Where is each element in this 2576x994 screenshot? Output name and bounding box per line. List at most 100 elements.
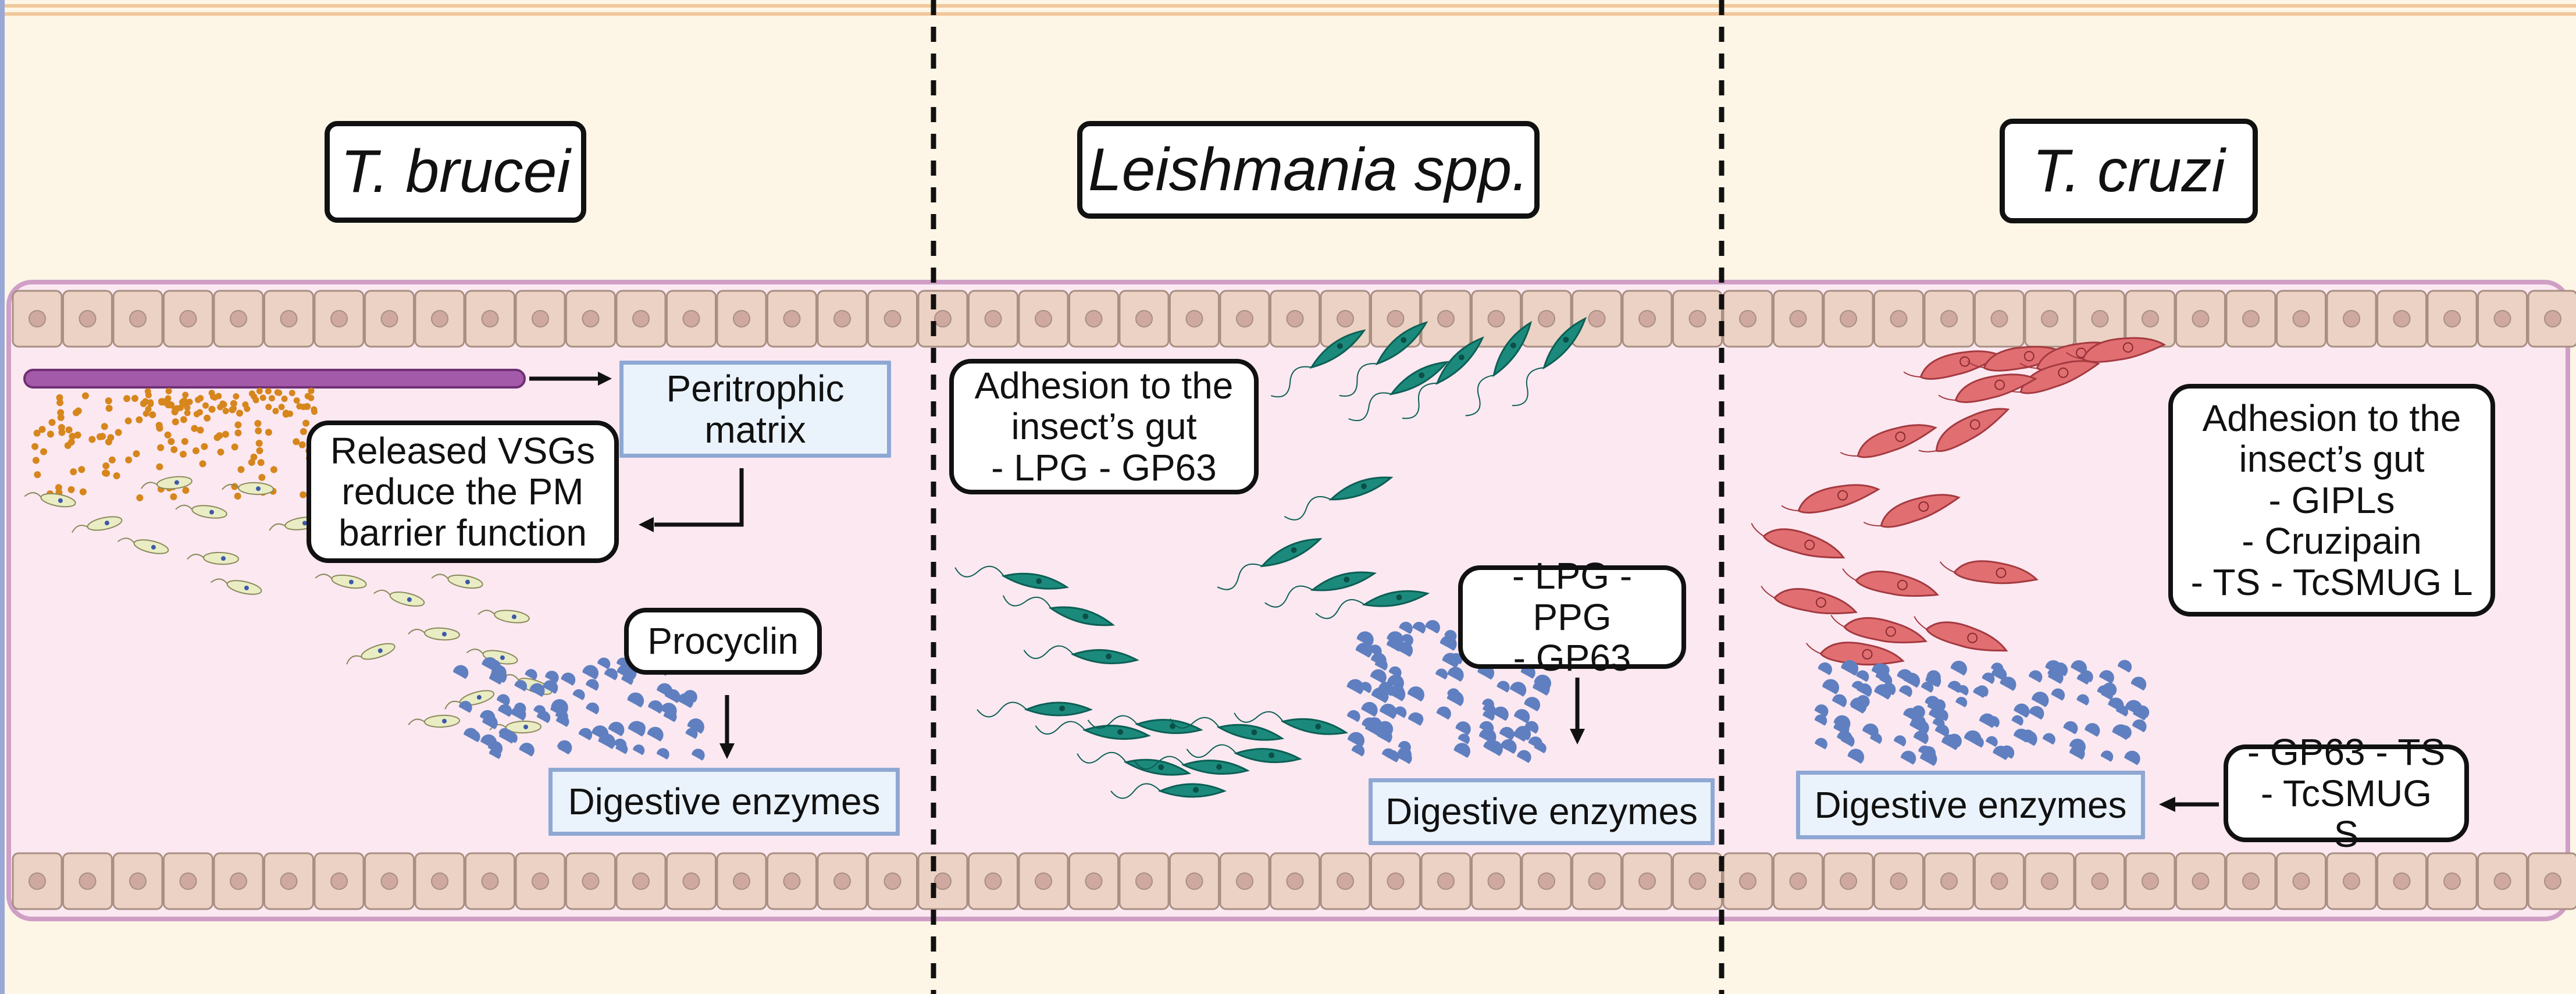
cell-nucleus xyxy=(280,310,298,327)
cell-nucleus xyxy=(783,872,801,890)
cell-nucleus xyxy=(1185,872,1203,890)
cell-nucleus xyxy=(1588,310,1606,327)
flagellum xyxy=(175,504,193,510)
t-cruzi-cell xyxy=(1830,615,1927,644)
flagellum xyxy=(1234,711,1284,723)
vsg-particle xyxy=(196,409,203,416)
enzyme-blob xyxy=(1368,644,1382,657)
leishmania-parasites xyxy=(954,316,1587,799)
enzyme-blob xyxy=(1361,701,1378,717)
vsg-particle xyxy=(168,438,175,446)
cell-body xyxy=(1797,484,1880,514)
vsg-particle xyxy=(252,397,259,404)
cell-nucleus xyxy=(1538,872,1555,890)
flagellum xyxy=(1271,366,1312,398)
enzyme-blob xyxy=(1485,740,1503,756)
flagellum xyxy=(1023,645,1074,659)
cell-body xyxy=(1954,373,2037,403)
enzyme-blob xyxy=(2124,750,2140,765)
leishmania-cell xyxy=(1271,329,1366,398)
cell-nucleus xyxy=(1458,354,1465,361)
vsg-particle xyxy=(70,468,77,476)
enzyme-blob xyxy=(1818,662,1832,675)
enzyme-blob xyxy=(660,703,677,718)
enzyme-blob xyxy=(498,704,512,717)
enzyme-blob xyxy=(633,744,645,756)
enzyme-blob xyxy=(586,679,599,691)
enzyme-blob xyxy=(1875,670,1890,683)
vsg-particle xyxy=(222,430,229,438)
cell-body xyxy=(1260,538,1323,568)
enzyme-blob xyxy=(1934,724,1950,738)
t-cruzi-cell xyxy=(1842,568,1939,597)
enzyme-blob xyxy=(692,749,705,761)
enzyme-blob xyxy=(1982,672,1995,684)
flagellum xyxy=(1918,450,1937,453)
vsg-particle xyxy=(182,391,189,398)
flagellum xyxy=(2066,352,2083,360)
flagellum xyxy=(1402,382,1438,419)
flagellum xyxy=(269,523,286,531)
vsg-particle xyxy=(276,389,283,396)
cell-nucleus xyxy=(500,655,505,660)
cell-nucleus xyxy=(1036,578,1042,585)
enzyme-blob xyxy=(2125,700,2143,716)
arrow-pm-to-label-head xyxy=(598,372,612,386)
enzyme-blob xyxy=(572,689,585,700)
cell-nucleus xyxy=(1837,490,1848,501)
cell-nucleus xyxy=(1840,872,1857,890)
flagellum xyxy=(408,718,425,726)
enzyme-blob xyxy=(1398,740,1411,753)
enzyme-blob xyxy=(1814,714,1827,726)
cell-nucleus xyxy=(1789,872,1807,890)
cell-nucleus xyxy=(1437,310,1455,327)
t-brucei-cell xyxy=(346,643,396,665)
vsg-particle xyxy=(55,484,62,491)
flagellum xyxy=(1830,615,1845,628)
cell-nucleus xyxy=(244,585,249,590)
enzyme-blob xyxy=(1832,694,1847,708)
enzyme-blob xyxy=(2031,692,2049,707)
flagellum xyxy=(1087,715,1138,729)
cell-nucleus xyxy=(2343,310,2360,327)
enzyme-blob xyxy=(1971,736,1984,748)
leishmania-cell xyxy=(1339,321,1428,397)
cell-nucleus xyxy=(1994,379,2005,390)
enzyme-blob xyxy=(2014,728,2029,743)
vsg-particle xyxy=(222,408,229,415)
cell-nucleus xyxy=(2493,310,2511,327)
vsg-particle xyxy=(172,406,179,413)
enzyme-blob xyxy=(1841,660,1859,676)
cell-body xyxy=(2019,360,2100,394)
vsg-particle xyxy=(158,399,165,406)
t-cruzi-cell xyxy=(1840,424,1937,458)
flagellum xyxy=(1264,585,1313,608)
vsg-particle xyxy=(165,395,172,402)
cell-body xyxy=(1024,701,1093,717)
cell-nucleus xyxy=(632,310,650,327)
enzyme-blob xyxy=(2108,697,2124,712)
vsg-particle xyxy=(296,403,303,410)
enzyme-blob xyxy=(1407,686,1424,702)
label-digestive-enzymes-leishmania: Digestive enzymes xyxy=(1369,778,1715,845)
vsg-particle xyxy=(182,487,190,494)
enzyme-blob xyxy=(1385,750,1399,763)
cell-body xyxy=(1328,476,1394,501)
cell-nucleus xyxy=(302,521,307,526)
leishmania-cell xyxy=(1465,320,1532,416)
enzyme-blob xyxy=(2029,706,2044,720)
cell-nucleus xyxy=(1344,576,1350,583)
enzyme-blob xyxy=(1388,666,1402,678)
cell-nucleus xyxy=(1437,872,1455,890)
flagellum xyxy=(1170,717,1220,729)
enzyme-blob xyxy=(519,743,535,757)
cell-nucleus xyxy=(1059,706,1065,711)
cell-nucleus xyxy=(1085,310,1103,327)
arrow-pm-to-vsg xyxy=(654,468,744,527)
enzyme-blob xyxy=(1425,620,1440,634)
enzyme-blob xyxy=(464,728,478,741)
leishmania-cell xyxy=(1512,316,1587,407)
vsg-particle xyxy=(268,395,275,402)
enzyme-blob xyxy=(1396,642,1413,657)
enzyme-blob xyxy=(1401,634,1413,646)
